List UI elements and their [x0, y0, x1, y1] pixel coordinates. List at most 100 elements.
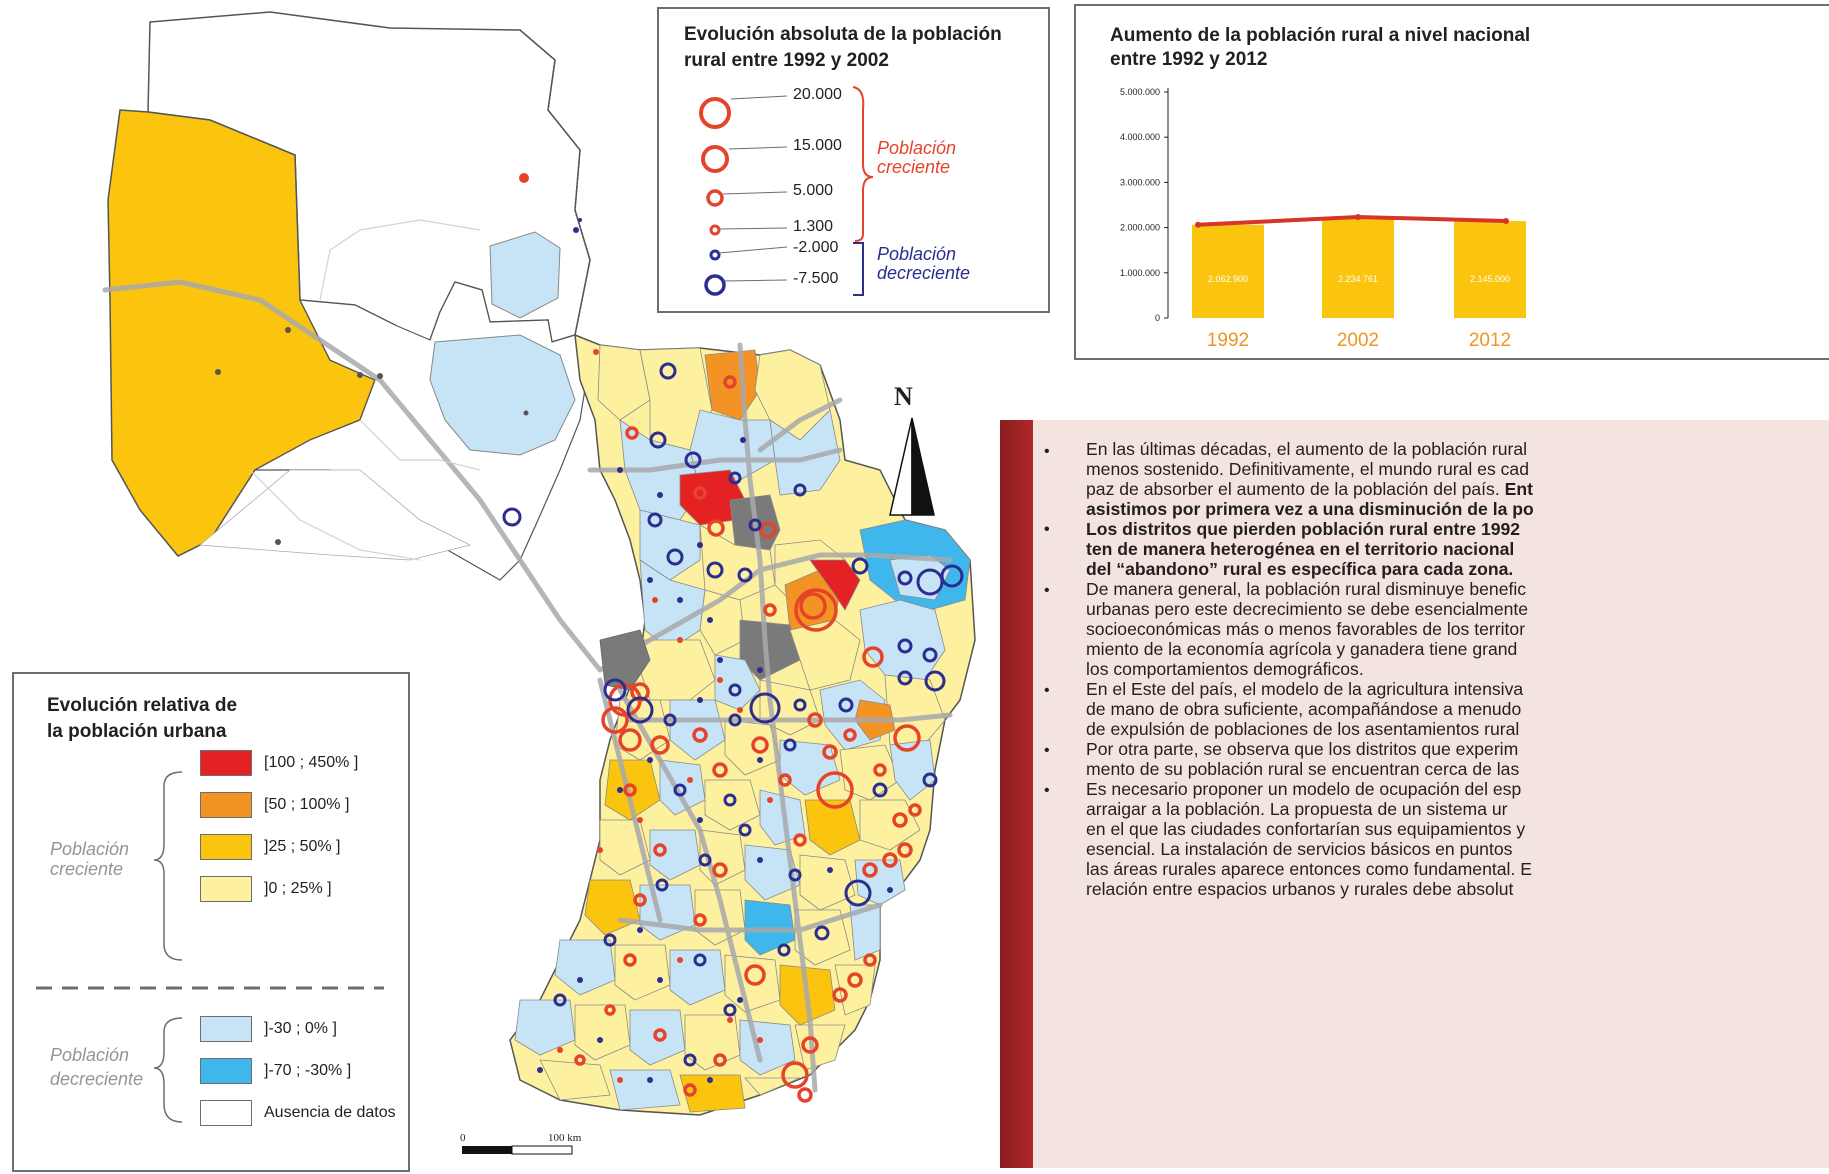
absolute-evolution-legend: Evolución absoluta de la población rural… [657, 7, 1050, 313]
rel-declining-line2: decreciente [50, 1069, 144, 1089]
y-tick-label: 4.000.000 [1120, 132, 1160, 142]
swatch-25-50 [200, 834, 252, 860]
district-patches [514, 344, 971, 1113]
circle-minus-7500 [704, 274, 726, 296]
rural-population-chart-box: Aumento de la población rural a nivel na… [1074, 4, 1829, 360]
growing-label-line1: Población [877, 138, 957, 158]
growing-label-line2: creciente [877, 157, 951, 177]
p4-line1: En el Este del país, el modelo de la agr… [1086, 679, 1524, 699]
p3-line2: urbanas pero este decrecimiento se debe … [1086, 599, 1529, 619]
p6-line5: las áreas rurales aparece entonces como … [1086, 859, 1532, 879]
trend-point [1195, 221, 1201, 228]
rel-growing-line1: Población [50, 839, 130, 859]
label-minus70-minus30: ]-70 ; -30% ] [264, 1062, 352, 1079]
value-minus-2000: -2.000 [793, 239, 839, 256]
declining-population-symbols [502, 362, 964, 1067]
bar-value-label: 2.145.000 [1470, 274, 1510, 284]
circle-20000 [699, 97, 731, 129]
p3-line1: De manera general, la población rural di… [1086, 579, 1527, 599]
x-category-label: 1992 [1207, 330, 1249, 351]
value-minus-7500: -7.500 [793, 270, 839, 287]
p1-line3: paz de absorber el aumento de la poblaci… [1086, 479, 1829, 500]
circle-5000 [706, 189, 724, 207]
p1-line3a: paz de absorber el aumento de la poblaci… [1086, 479, 1505, 499]
bar-1992 [1192, 224, 1264, 318]
p6-line4: esencial. La instalación de servicios bá… [1086, 839, 1513, 859]
legend-abs-symbols [699, 86, 874, 296]
label-no-data: Ausencia de datos [264, 1104, 396, 1121]
declining-label-line2: decreciente [877, 263, 971, 283]
p1-line1: En las últimas décadas, el aumento de la… [1086, 439, 1528, 459]
river-border [519, 29, 591, 336]
p3-line3: socioeconómicas más o menos favorables d… [1086, 619, 1526, 639]
p6-line2: arraigar a la población. La propuesta de… [1086, 799, 1508, 819]
circle-1300 [709, 224, 721, 236]
legend-rel-brackets [36, 771, 384, 1123]
city-dots [215, 327, 529, 545]
label-0-25: ]0 ; 25% ] [264, 880, 332, 897]
scale-bar [462, 1145, 573, 1155]
y-tick-label: 2.000.000 [1120, 223, 1160, 233]
p2-line3: del “abandono” rural es específica para … [1086, 559, 1514, 579]
p5-line2: mento de su población rural se encuentra… [1086, 759, 1520, 779]
declining-dots [537, 218, 893, 1083]
bar-2002 [1322, 216, 1394, 318]
capital-area [599, 629, 651, 691]
rel-growing-line2: creciente [50, 859, 124, 879]
p3-line4: miento de la economía agrícola y ganader… [1086, 639, 1518, 659]
declining-label-line1: Población [877, 244, 957, 264]
value-1300: 1.300 [793, 218, 834, 235]
y-tick-label: 0 [1155, 313, 1160, 323]
x-category-label: 2002 [1337, 330, 1379, 351]
bar-value-label: 2.062.900 [1208, 274, 1248, 284]
text-panel-accent-bar [1000, 420, 1033, 1168]
p3-line5: los comportamientos demográficos. [1086, 659, 1364, 679]
north-label: N [894, 382, 913, 411]
bullet: • [1044, 521, 1050, 538]
circle-minus-2000 [709, 249, 721, 261]
p1-line2: menos sostenido. Definitivamente, el mun… [1086, 459, 1530, 479]
p6-line1: Es necesario proponer un modelo de ocupa… [1086, 779, 1522, 799]
legend-rel-title-line2: la población urbana [47, 721, 227, 742]
bullet: • [1044, 742, 1050, 759]
p4-line2: de mano de obra suficiente, acompañándos… [1086, 699, 1522, 719]
paraguay-map [102, 11, 976, 1155]
p6-line3: en el que las ciudades confortarían sus … [1086, 819, 1526, 839]
north-arrow-icon [889, 417, 935, 516]
scale-end-label: 100 km [548, 1132, 582, 1144]
rel-declining-line1: Población [50, 1045, 130, 1065]
value-15000: 15.000 [793, 137, 842, 154]
label-25-50: ]25 ; 50% ] [264, 838, 341, 855]
value-5000: 5.000 [793, 182, 834, 199]
swatch-100-450 [200, 750, 252, 776]
road-network [102, 279, 953, 1093]
legend-abs-title-line1: Evolución absoluta de la población [684, 24, 1002, 45]
bullet: • [1044, 782, 1050, 799]
bar-2012 [1454, 221, 1526, 318]
bullet: • [1044, 682, 1050, 699]
p1-line3b: Ent [1504, 479, 1533, 499]
x-category-label: 2012 [1469, 330, 1511, 351]
p2-line1: Los distritos que pierden población rura… [1086, 519, 1521, 539]
bullet: • [1044, 443, 1050, 460]
alto-paraguay-district [489, 231, 561, 319]
growing-population-symbols [574, 375, 922, 1103]
scale-start-label: 0 [460, 1132, 466, 1144]
text-panel: • En las últimas décadas, el aumento de … [1000, 420, 1829, 1168]
swatch-50-100 [200, 792, 252, 818]
swatch-0-25 [200, 876, 252, 902]
swatch-no-data [200, 1100, 252, 1126]
p2-line2: ten de manera heterogénea en el territor… [1086, 539, 1515, 559]
bar-value-label: 2.234.761 [1338, 274, 1378, 284]
swatch-minus70-minus30 [200, 1058, 252, 1084]
bullet: • [1044, 582, 1050, 599]
light-blue-chaco-district [429, 334, 576, 456]
p1-line4: asistimos por primera vez a una disminuc… [1086, 499, 1534, 519]
label-100-450: [100 ; 450% ] [264, 754, 359, 771]
y-tick-label: 1.000.000 [1120, 268, 1160, 278]
p4-line3: de expulsión de poblaciones de los asent… [1086, 719, 1520, 739]
trend-point [1503, 218, 1509, 225]
chart-title-line1: Aumento de la población rural a nivel na… [1110, 25, 1531, 46]
circle-15000 [701, 145, 729, 173]
swatch-minus30-0 [200, 1016, 252, 1042]
